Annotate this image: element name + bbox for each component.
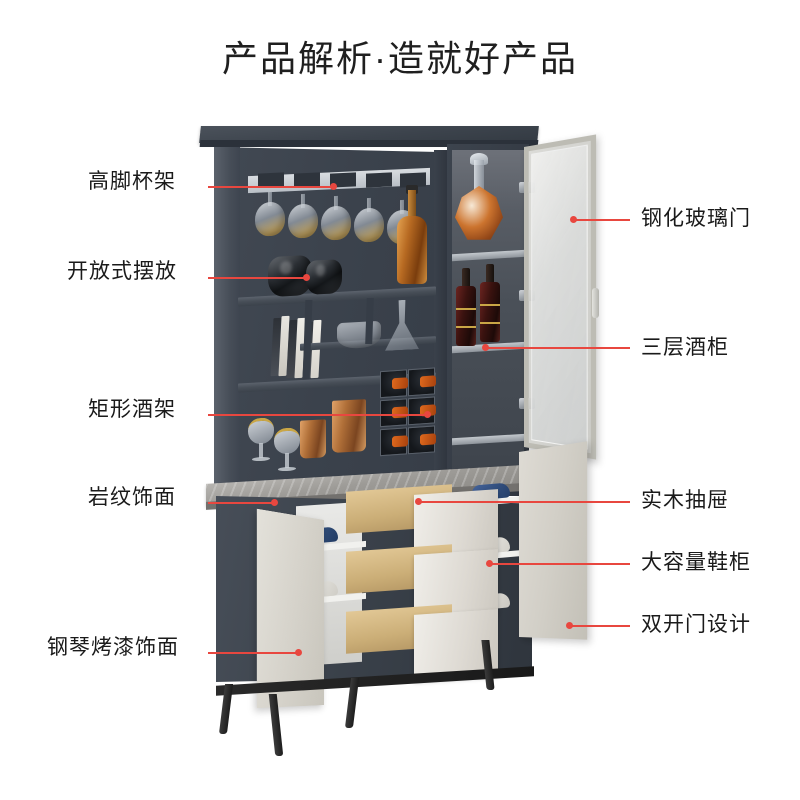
- leader-line-rect-wine-rack: [208, 414, 428, 416]
- hanging-wine-glass: [354, 197, 384, 244]
- leader-dot-rect-wine-rack: [424, 411, 431, 418]
- annotation-label-open-display: 开放式摆放: [67, 260, 177, 283]
- leader-line-large-capacity-shoe-cabinet: [491, 563, 630, 565]
- shoe-cabinet-left-door[interactable]: [256, 508, 324, 709]
- shoe-cabinet-right-door[interactable]: [519, 441, 588, 640]
- glass-door-handle[interactable]: [592, 288, 599, 318]
- leader-line-piano-lacquer-finish: [208, 652, 298, 654]
- annotation-label-double-door-design: 双开门设计: [641, 613, 751, 636]
- hanging-wine-glass: [255, 191, 285, 238]
- annotation-label-piano-lacquer-finish: 钢琴烤漆饰面: [47, 636, 179, 659]
- annotation-label-wine-glass-rack: 高脚杯架: [88, 170, 176, 193]
- goblet: [248, 417, 274, 464]
- leader-line-wine-glass-rack: [208, 186, 333, 188]
- leader-line-solid-wood-drawer: [421, 501, 630, 503]
- annotation-label-solid-wood-drawer: 实木抽屉: [641, 489, 729, 512]
- annotation-label-stone-finish: 岩纹饰面: [88, 486, 176, 509]
- leader-line-three-tier-wine-cabinet: [487, 347, 630, 349]
- hutch-middle-divider: [434, 150, 447, 490]
- leader-dot-open-display: [303, 274, 310, 281]
- leader-dot-three-tier-wine-cabinet: [482, 344, 489, 351]
- ice-bucket: [332, 399, 366, 453]
- glass-pane: [531, 144, 588, 450]
- leader-line-open-display: [208, 277, 306, 279]
- leader-dot-wine-glass-rack: [330, 183, 337, 190]
- leader-dot-large-capacity-shoe-cabinet: [486, 560, 493, 567]
- whisky-bottle: [456, 268, 476, 346]
- goblet: [274, 427, 300, 474]
- decor-vase: [306, 259, 342, 295]
- hanging-wine-glass: [288, 193, 318, 240]
- leader-dot-tempered-glass-door: [570, 216, 577, 223]
- annotation-label-three-tier-wine-cabinet: 三层酒柜: [641, 336, 729, 359]
- ice-bucket: [300, 419, 326, 459]
- hutch-left-post: [214, 147, 240, 497]
- leader-dot-stone-finish: [271, 499, 278, 506]
- leader-line-tempered-glass-door: [575, 219, 630, 221]
- rack-slot: [366, 172, 392, 188]
- annotation-label-large-capacity-shoe-cabinet: 大容量鞋柜: [641, 551, 751, 574]
- whisky-bottle: [480, 264, 500, 342]
- leader-dot-solid-wood-drawer: [415, 498, 422, 505]
- leader-dot-double-door-design: [566, 622, 573, 629]
- crystal-decanter: [455, 153, 503, 244]
- tempered-glass-door[interactable]: [524, 134, 597, 460]
- page-title: 产品解析·造就好产品: [222, 38, 578, 79]
- leader-line-stone-finish: [208, 502, 275, 504]
- leader-line-double-door-design: [572, 625, 630, 627]
- annotation-label-rect-wine-rack: 矩形酒架: [88, 398, 176, 421]
- hanging-wine-glass: [321, 195, 351, 242]
- leader-dot-piano-lacquer-finish: [295, 649, 302, 656]
- annotation-label-tempered-glass-door: 钢化玻璃门: [641, 207, 751, 230]
- brandy-bottle: [397, 185, 427, 284]
